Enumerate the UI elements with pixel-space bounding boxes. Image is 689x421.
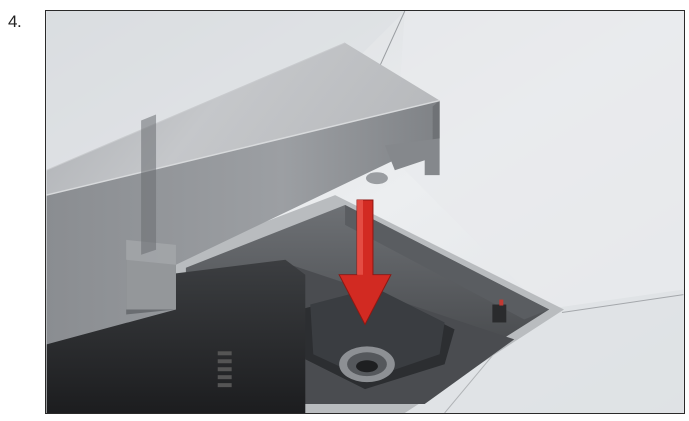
step-number: 4. [8,12,22,31]
tile-joint [379,11,406,66]
vent-slot [217,351,232,356]
tile-joint [561,294,684,313]
fixing-screw [365,172,388,185]
vent-slot [217,383,232,388]
cover-edge [46,99,440,196]
side-slot-red [499,299,504,306]
vent-slot [217,367,232,372]
down-arrow-icon [338,199,392,326]
recess-back-wall [345,205,550,320]
cover-bracket [384,138,440,176]
drain-outlet-hole [356,360,378,373]
side-slot [492,304,507,323]
installation-illustration [46,11,684,413]
vent-slot [217,359,232,364]
cover-reflection [141,114,157,255]
floor-tile [46,11,405,171]
vent-slot [217,375,232,380]
installation-figure [45,10,685,414]
floor-tile [394,11,684,310]
cover-leg-front [126,239,176,310]
cover-end-cap [432,100,440,143]
cover-edge [46,42,346,171]
